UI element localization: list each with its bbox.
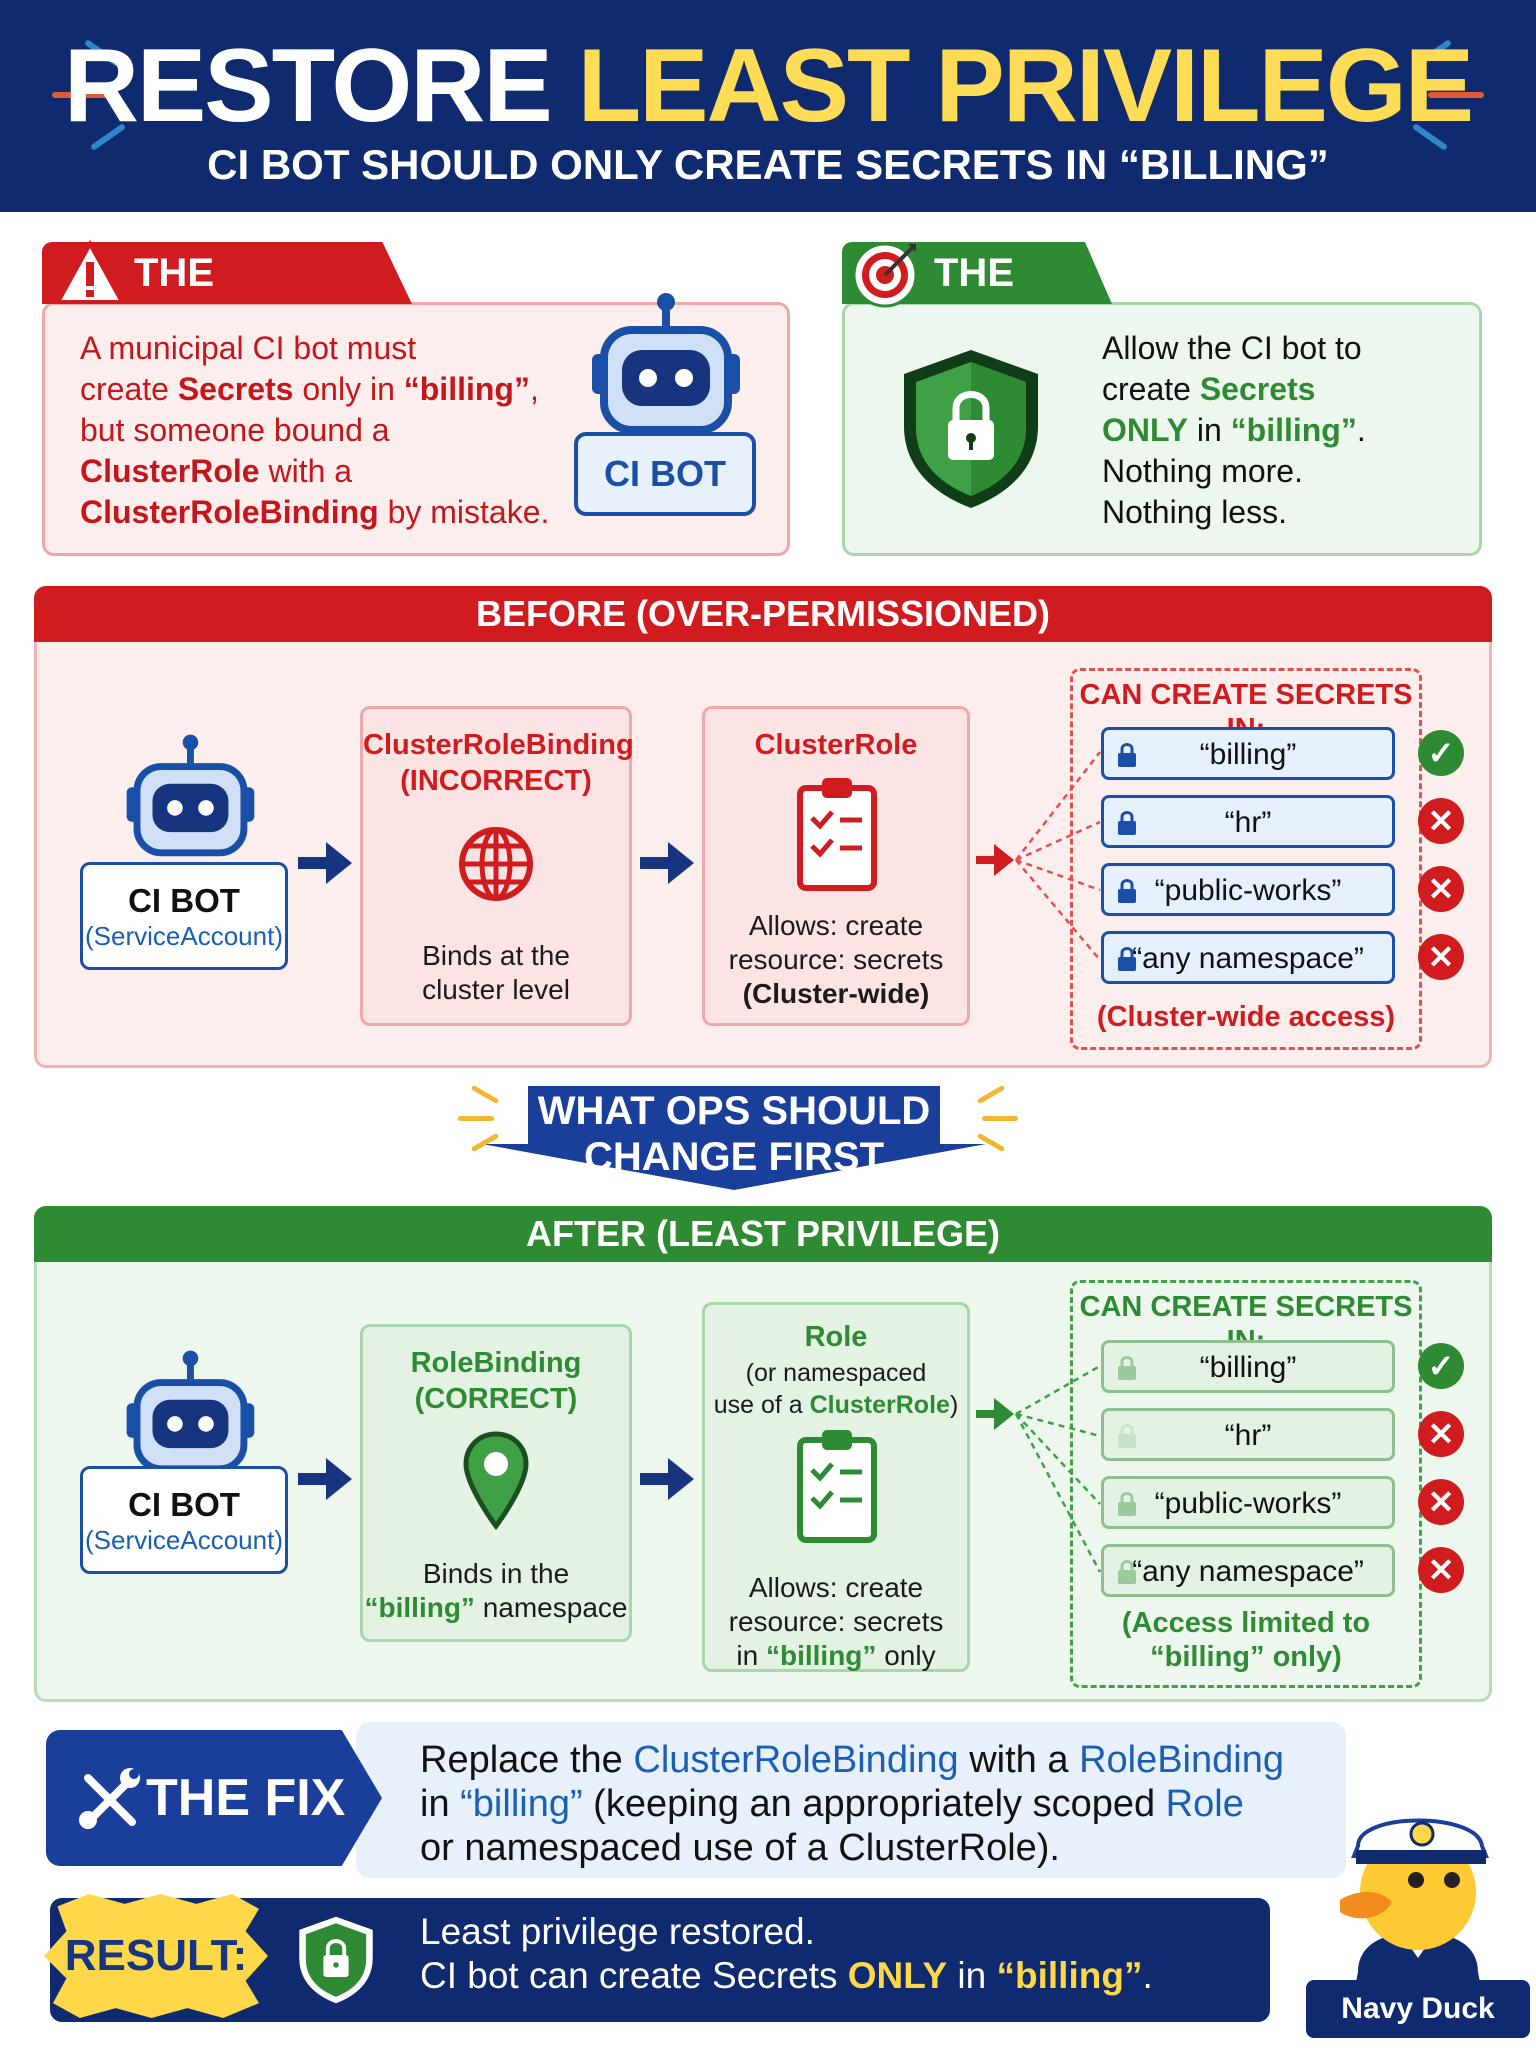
lock-icon bbox=[1118, 1424, 1136, 1448]
arrow-right-icon bbox=[640, 1458, 694, 1500]
after-scope-footer: (Access limited to “billing” only) bbox=[1121, 1607, 1371, 1673]
cross-icon: ✕ bbox=[1418, 866, 1464, 912]
clipboard-checklist-icon bbox=[797, 1430, 877, 1543]
robot-icon bbox=[592, 293, 740, 434]
arrow-right-icon bbox=[640, 842, 694, 884]
lock-icon bbox=[1118, 1492, 1136, 1516]
after-service-account: CI BOT (ServiceAccount) bbox=[80, 1466, 288, 1574]
location-pin-icon bbox=[463, 1431, 529, 1530]
fix-description: Replace the ClusterRoleBinding with a Ro… bbox=[420, 1739, 1284, 1869]
problem-text: A municipal CI bot must create Secrets o… bbox=[80, 330, 550, 530]
goal-text: Allow the CI bot to create Secrets ONLY … bbox=[1102, 330, 1366, 530]
page-title: RESTORE LEAST PRIVILEGE bbox=[63, 28, 1474, 144]
shield-lock-icon bbox=[904, 350, 1038, 508]
before-namespace-item: “public-works” bbox=[1101, 863, 1395, 916]
after-namespace-item: “any namespace” bbox=[1101, 1544, 1395, 1597]
arrow-right-icon bbox=[976, 844, 1014, 876]
after-namespace-item: “hr” bbox=[1101, 1408, 1395, 1461]
arrow-right-icon bbox=[298, 842, 352, 884]
cross-icon: ✕ bbox=[1418, 1411, 1464, 1457]
globe-icon bbox=[459, 827, 533, 901]
mascot-label: Navy Duck bbox=[1306, 1980, 1530, 2038]
transition-banner-shape bbox=[482, 1086, 986, 1190]
robot-icon bbox=[126, 734, 255, 857]
warning-icon bbox=[54, 240, 126, 304]
ci-bot-badge: CI BOT bbox=[574, 432, 756, 516]
spark-decoration bbox=[982, 1116, 1018, 1121]
fix-label-tag bbox=[46, 1730, 382, 1866]
cross-icon: ✕ bbox=[1418, 1547, 1464, 1593]
after-namespace-item: “public-works” bbox=[1101, 1476, 1395, 1529]
robot-icon bbox=[126, 1350, 255, 1473]
before-namespace-item: “any namespace” bbox=[1101, 931, 1395, 984]
target-icon bbox=[852, 242, 918, 308]
before-namespace-item: “hr” bbox=[1101, 795, 1395, 848]
cross-icon: ✕ bbox=[1418, 934, 1464, 980]
after-scope-heading: CAN CREATE SECRETS IN: bbox=[1079, 1291, 1413, 1357]
connector-lines bbox=[1014, 1364, 1102, 1573]
spark-decoration bbox=[1428, 92, 1484, 98]
fix-label: THE FIX bbox=[146, 1769, 346, 1827]
connector-lines bbox=[1015, 751, 1101, 961]
after-namespace-item: “billing” bbox=[1101, 1340, 1395, 1393]
lock-icon bbox=[1118, 947, 1136, 971]
before-scope-panel bbox=[1070, 668, 1422, 1050]
cross-icon: ✕ bbox=[1418, 1479, 1464, 1525]
check-icon: ✓ bbox=[1418, 1343, 1464, 1389]
check-icon: ✓ bbox=[1418, 730, 1464, 776]
after-scope-panel bbox=[1070, 1280, 1422, 1688]
clipboard-checklist-icon bbox=[797, 778, 877, 891]
lock-icon bbox=[1118, 811, 1136, 835]
result-badge bbox=[44, 1894, 268, 2018]
before-service-account: CI BOT (ServiceAccount) bbox=[80, 862, 288, 970]
result-label: RESULT: bbox=[64, 1931, 248, 1980]
after-section-heading: AFTER (LEAST PRIVILEGE) bbox=[34, 1206, 1492, 1262]
lock-icon bbox=[1118, 879, 1136, 903]
arrow-right-icon bbox=[976, 1398, 1014, 1430]
header-banner bbox=[0, 0, 1536, 212]
shield-lock-icon bbox=[299, 1916, 373, 2004]
lock-icon bbox=[1118, 1356, 1136, 1380]
before-section-heading: BEFORE (OVER-PERMISSIONED) bbox=[34, 586, 1492, 642]
result-description: Least privilege restored. CI bot can cre… bbox=[420, 1911, 1153, 1996]
page-subtitle: CI BOT SHOULD ONLY CREATE SECRETS IN “BI… bbox=[207, 141, 1329, 188]
transition-banner-text: WHAT OPS SHOULD CHANGE FIRST bbox=[537, 1089, 931, 1179]
before-scope-footer: (Cluster-wide access) bbox=[1096, 1001, 1396, 1033]
cross-icon: ✕ bbox=[1418, 798, 1464, 844]
spark-decoration bbox=[52, 92, 108, 98]
role-binding-box: RoleBinding (CORRECT) Binds in the “bill… bbox=[360, 1324, 632, 1642]
lock-icon bbox=[1118, 743, 1136, 767]
spark-decoration bbox=[458, 1116, 494, 1121]
wrench-screwdriver-icon bbox=[79, 1768, 140, 1829]
arrow-right-icon bbox=[298, 1458, 352, 1500]
before-namespace-item: “billing” bbox=[1101, 727, 1395, 780]
fix-panel bbox=[356, 1722, 1346, 1878]
lock-icon bbox=[1118, 1560, 1136, 1584]
